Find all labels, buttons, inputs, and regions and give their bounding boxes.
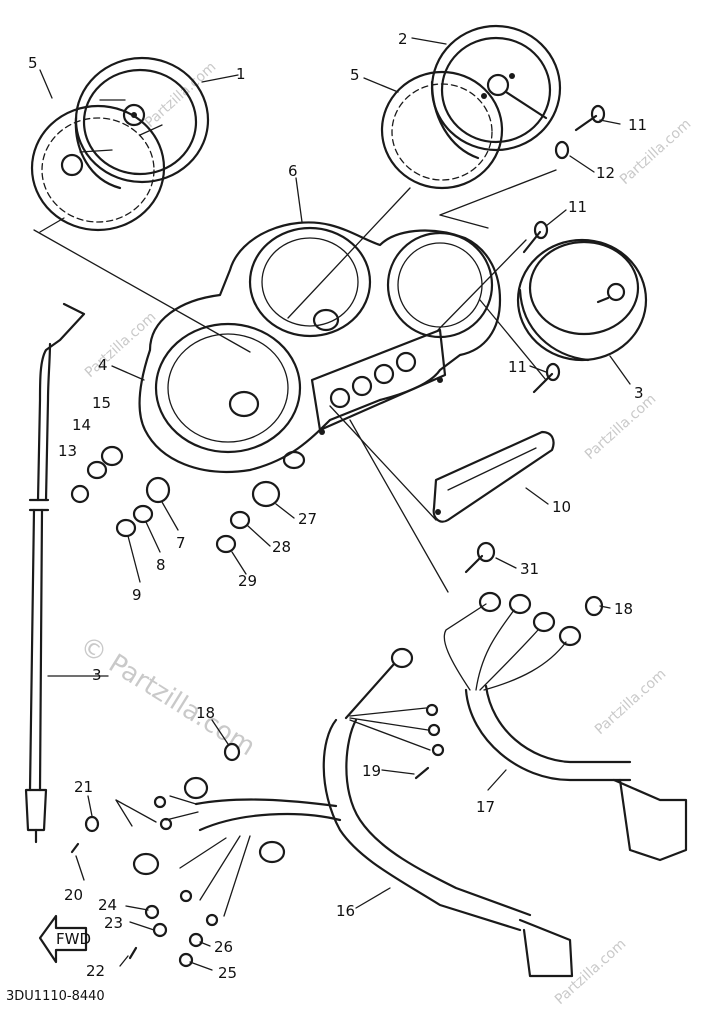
part-label: 20 xyxy=(64,886,83,904)
front-direction-marker: FWD xyxy=(38,914,91,964)
part-label: 23 xyxy=(104,914,123,932)
watermark: Partzilla.com xyxy=(592,666,669,738)
part-label: 6 xyxy=(288,162,298,180)
part-label: 13 xyxy=(58,442,77,460)
fwd-label: FWD xyxy=(56,930,91,948)
part-label: 17 xyxy=(476,798,495,816)
sub-harness xyxy=(443,591,688,862)
part-label: 5 xyxy=(28,54,38,72)
part-label: 26 xyxy=(214,938,233,956)
part-label: 2 xyxy=(398,30,408,48)
part-label: 14 xyxy=(72,416,91,434)
small-parts xyxy=(70,445,604,968)
part-label: 12 xyxy=(596,164,615,182)
leader-lines xyxy=(39,37,631,971)
part-label: 3 xyxy=(92,666,102,684)
part-label: 27 xyxy=(298,510,317,528)
part-label: 19 xyxy=(362,762,381,780)
drawing-code: 3DU1110-8440 xyxy=(6,989,105,1004)
watermark: Partzilla.com xyxy=(582,391,659,463)
gauge-assembly-center xyxy=(380,24,606,190)
part-label: 11 xyxy=(628,116,647,134)
part-label: 21 xyxy=(74,778,93,796)
part-label: 11 xyxy=(568,198,587,216)
part-label: 29 xyxy=(238,572,257,590)
watermark-main: © Partzilla.com xyxy=(74,630,260,762)
part-label: 31 xyxy=(520,560,539,578)
indicator-lens xyxy=(432,430,555,523)
gauge-assembly-left xyxy=(30,56,210,232)
part-label: 1 xyxy=(236,65,246,83)
watermark-layer: © Partzilla.com Partzilla.com Partzilla.… xyxy=(74,59,694,1008)
meter-cable xyxy=(24,302,86,844)
part-label: 15 xyxy=(92,394,111,412)
part-label: 24 xyxy=(98,896,117,914)
part-label: 28 xyxy=(272,538,291,556)
main-harness xyxy=(132,647,574,978)
part-label: 22 xyxy=(86,962,105,980)
part-label: 3 xyxy=(634,384,644,402)
part-label: 11 xyxy=(508,358,527,376)
part-label: 9 xyxy=(132,586,142,604)
part-label: 18 xyxy=(196,704,215,722)
part-label: 5 xyxy=(350,66,360,84)
gauge-assembly-right xyxy=(516,220,648,394)
part-label: 18 xyxy=(614,600,633,618)
watermark: Partzilla.com xyxy=(552,936,629,1008)
part-labels: 1 2 3 3 4 5 5 6 7 8 9 10 11 11 11 12 13 … xyxy=(28,30,647,982)
part-label: 10 xyxy=(552,498,571,516)
assembly-lines xyxy=(33,169,557,827)
meter-panel xyxy=(138,221,502,473)
part-label: 4 xyxy=(98,356,108,374)
part-label: 7 xyxy=(176,534,186,552)
part-label: 25 xyxy=(218,964,237,982)
part-label: 8 xyxy=(156,556,166,574)
part-label: 16 xyxy=(336,902,355,920)
